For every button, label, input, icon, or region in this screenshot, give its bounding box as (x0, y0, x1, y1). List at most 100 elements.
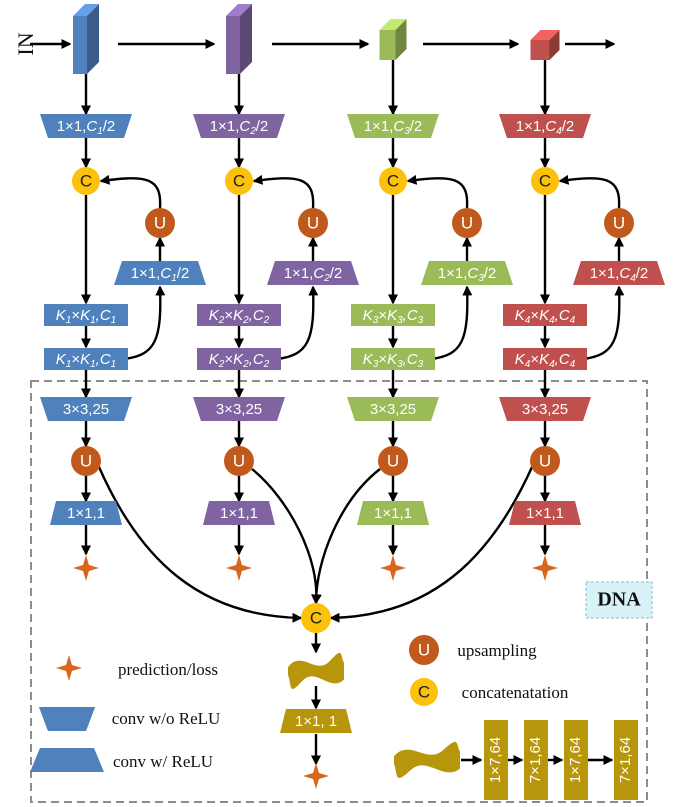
stage-1-concat-node (72, 167, 100, 195)
stage-2-conv3x3-label: 3×3,25 (216, 401, 262, 418)
stage-2-feature-block-top (226, 4, 252, 16)
stage-2-concat-node (225, 167, 253, 195)
stage-1-concat-node-letter: C (80, 171, 92, 190)
stage-3-side-reduce-conv (421, 261, 513, 285)
stage-2-conv-a-label: K2×K2,C2 (209, 307, 270, 326)
stage-1-reduce-label: 1×1,C1/2 (57, 118, 116, 137)
stage-1-upsample-node (145, 208, 175, 238)
stage-4-reduce-conv (499, 114, 591, 138)
arrow (558, 174, 621, 209)
stage-3-conv1x1-label: 1×1,1 (374, 505, 412, 522)
input-label: IN (13, 32, 38, 55)
stage-3-score-upsample (378, 446, 408, 476)
stage-4-conv-a (503, 304, 587, 326)
stage-4-score-upsample-letter: U (539, 451, 551, 470)
stage-4-conv1x1 (509, 501, 581, 525)
wave-conv-block-4 (614, 720, 638, 800)
stage-2-conv-a (197, 304, 281, 326)
wave-conv-label-4: 7×1,64 (617, 737, 634, 783)
fusion-concat-node (301, 603, 331, 633)
stage-2-upsample-node-letter: U (307, 213, 319, 232)
stage-4-side-reduce-conv (573, 261, 665, 285)
legend-prediction-text: prediction/loss (118, 660, 218, 679)
stage-1-feature-block-top (73, 4, 99, 16)
stage-4-conv3x3-label: 3×3,25 (522, 401, 568, 418)
stage-4-concat-node-letter: C (539, 171, 551, 190)
legend-conv-no-relu-text: conv w/o ReLU (112, 709, 221, 728)
stage-2-conv-b-label: K2×K2,C2 (209, 351, 270, 370)
legend-star (56, 655, 82, 681)
stage-2-side-reduce-conv (267, 261, 359, 285)
stage-4-reduce-label: 1×1,C4/2 (516, 118, 575, 137)
stage-2-feature-block-side (240, 4, 252, 74)
stage-4-side-reduce-label: 1×1,C4/2 (590, 265, 649, 284)
dna-badge (585, 581, 653, 619)
legend-conv-no-relu-shape (39, 707, 95, 731)
fusion-conv1x1 (280, 709, 352, 733)
legend-concat-node (410, 678, 438, 706)
legend-upsample-node (409, 635, 439, 665)
stage-1-conv3x3 (40, 397, 132, 421)
wave-conv-label-3: 1×7,64 (567, 737, 584, 783)
stage-3-upsample-node (452, 208, 482, 238)
stage-3-conv-b (351, 348, 435, 370)
legend-conv-relu-text: conv w/ ReLU (113, 752, 213, 771)
stage-2-reduce-conv (193, 114, 285, 138)
stage-2-score-upsample-letter: U (233, 451, 245, 470)
stage-1-feature-block-front (73, 16, 87, 74)
stage-1-score-upsample-letter: U (80, 451, 92, 470)
arrow (276, 285, 319, 361)
stage-3-concat-node-letter: C (387, 171, 399, 190)
stage-1-score-upsample (71, 446, 101, 476)
stage-4-conv-b-label: K4×K4,C4 (515, 351, 576, 370)
arrow (430, 285, 473, 361)
stage-1-side-reduce-label: 1×1,C1/2 (131, 265, 190, 284)
stage-1-conv1x1 (50, 501, 122, 525)
stage-3-feature-block-top (379, 19, 407, 30)
stage-3-reduce-label: 1×1,C3/2 (364, 118, 423, 137)
fusion-arrow (329, 466, 534, 623)
connection-wires (30, 39, 625, 766)
legend-concat-node-letter: C (418, 682, 430, 701)
stage-3-conv3x3-label: 3×3,25 (370, 401, 416, 418)
stage-4-concat-node (531, 167, 559, 195)
dna-badge-label: DNA (597, 589, 641, 611)
stage-3-reduce-conv (347, 114, 439, 138)
stage-3-score-upsample-letter: U (387, 451, 399, 470)
stage-2-conv-b (197, 348, 281, 370)
wave-conv-block-3 (564, 720, 588, 800)
stage-4-conv3x3 (499, 397, 591, 421)
legend-concatenation-text: concatenatation (462, 683, 569, 702)
stage-1-feature-block-side (87, 4, 99, 74)
stage-4-conv1x1-label: 1×1,1 (526, 505, 564, 522)
dna-module-border (30, 380, 648, 803)
stage-3-conv1x1 (357, 501, 429, 525)
stage-4-prediction-star (532, 555, 558, 581)
fusion-prediction-star (303, 763, 329, 789)
stage-3-conv3x3 (347, 397, 439, 421)
stage-4-score-upsample (530, 446, 560, 476)
stage-2-upsample-node (298, 208, 328, 238)
stage-1-conv-a (44, 304, 128, 326)
stage-1-conv-b-label: K1×K1,C1 (56, 351, 116, 370)
arrow (582, 285, 625, 361)
legend-conv-relu-shape (30, 748, 104, 772)
arrow (406, 174, 469, 209)
stage-4-feature-block-front (530, 40, 550, 60)
arrow (252, 174, 315, 209)
fusion-arrow (251, 468, 322, 605)
stage-2-side-reduce-label: 1×1,C2/2 (284, 265, 343, 284)
fusion-arrow (97, 466, 303, 623)
wave-conv-label-1: 1×7,64 (487, 737, 504, 783)
stage-3-feature-block-side (395, 19, 407, 60)
fusion-wave-block (288, 652, 344, 689)
stage-3-prediction-star (380, 555, 406, 581)
fusion-arrow (311, 468, 381, 605)
stage-2-conv1x1 (203, 501, 275, 525)
stage-1-conv1x1-label: 1×1,1 (67, 505, 105, 522)
stage-3-upsample-node-letter: U (461, 213, 473, 232)
stage-4-feature-block-top (530, 30, 560, 40)
arrow (123, 285, 166, 361)
stage-4-feature-block-side (549, 30, 560, 60)
